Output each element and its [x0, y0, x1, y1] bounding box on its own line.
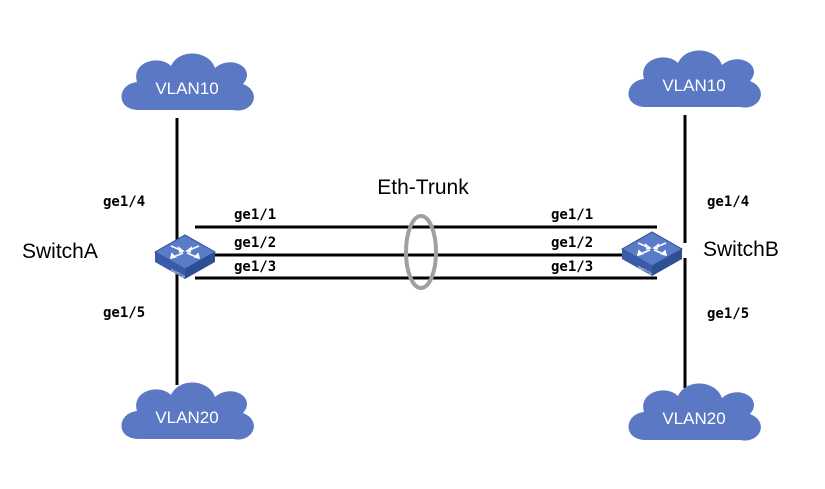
- switch-a: SWITCH: [153, 234, 217, 279]
- switch-b-port-top: ge1/4: [707, 194, 749, 210]
- switch-b-name: SwitchB: [703, 238, 779, 261]
- vlan10-cloud-right: VLAN10: [628, 50, 761, 108]
- vlan20-right-label: VLAN20: [662, 409, 725, 428]
- switch-b-trunk-port-1: ge1/1: [551, 207, 593, 223]
- switch-a-badge: SWITCH: [170, 267, 186, 279]
- switch-icon: [169, 245, 201, 260]
- switch-b-port-bottom: ge1/5: [707, 306, 749, 322]
- switch-a-trunk-port-3: ge1/3: [234, 259, 276, 275]
- vlan20-cloud-left: VLAN20: [121, 382, 254, 440]
- switch-a-port-bottom: ge1/5: [103, 305, 145, 321]
- switch-icon: [636, 242, 668, 257]
- vlan10-cloud-left: VLAN10: [121, 53, 254, 111]
- switch-a-name: SwitchA: [22, 240, 98, 263]
- switch-b-badge: SWITCH: [637, 264, 653, 276]
- switch-b-trunk-port-2: ge1/2: [551, 235, 593, 251]
- vlan20-cloud-right: VLAN20: [628, 383, 761, 441]
- vlan10-right-label: VLAN10: [662, 76, 725, 95]
- eth-trunk-ring: [404, 214, 438, 290]
- switch-a-port-top: ge1/4: [103, 194, 145, 210]
- switch-a-trunk-port-1: ge1/1: [234, 207, 276, 223]
- eth-trunk-label: Eth-Trunk: [377, 176, 469, 199]
- switch-b-trunk-port-3: ge1/3: [551, 259, 593, 275]
- vlan10-left-label: VLAN10: [155, 79, 218, 98]
- switch-a-trunk-port-2: ge1/2: [234, 235, 276, 251]
- switch-b: SWITCH: [620, 231, 684, 276]
- vlan20-left-label: VLAN20: [155, 408, 218, 427]
